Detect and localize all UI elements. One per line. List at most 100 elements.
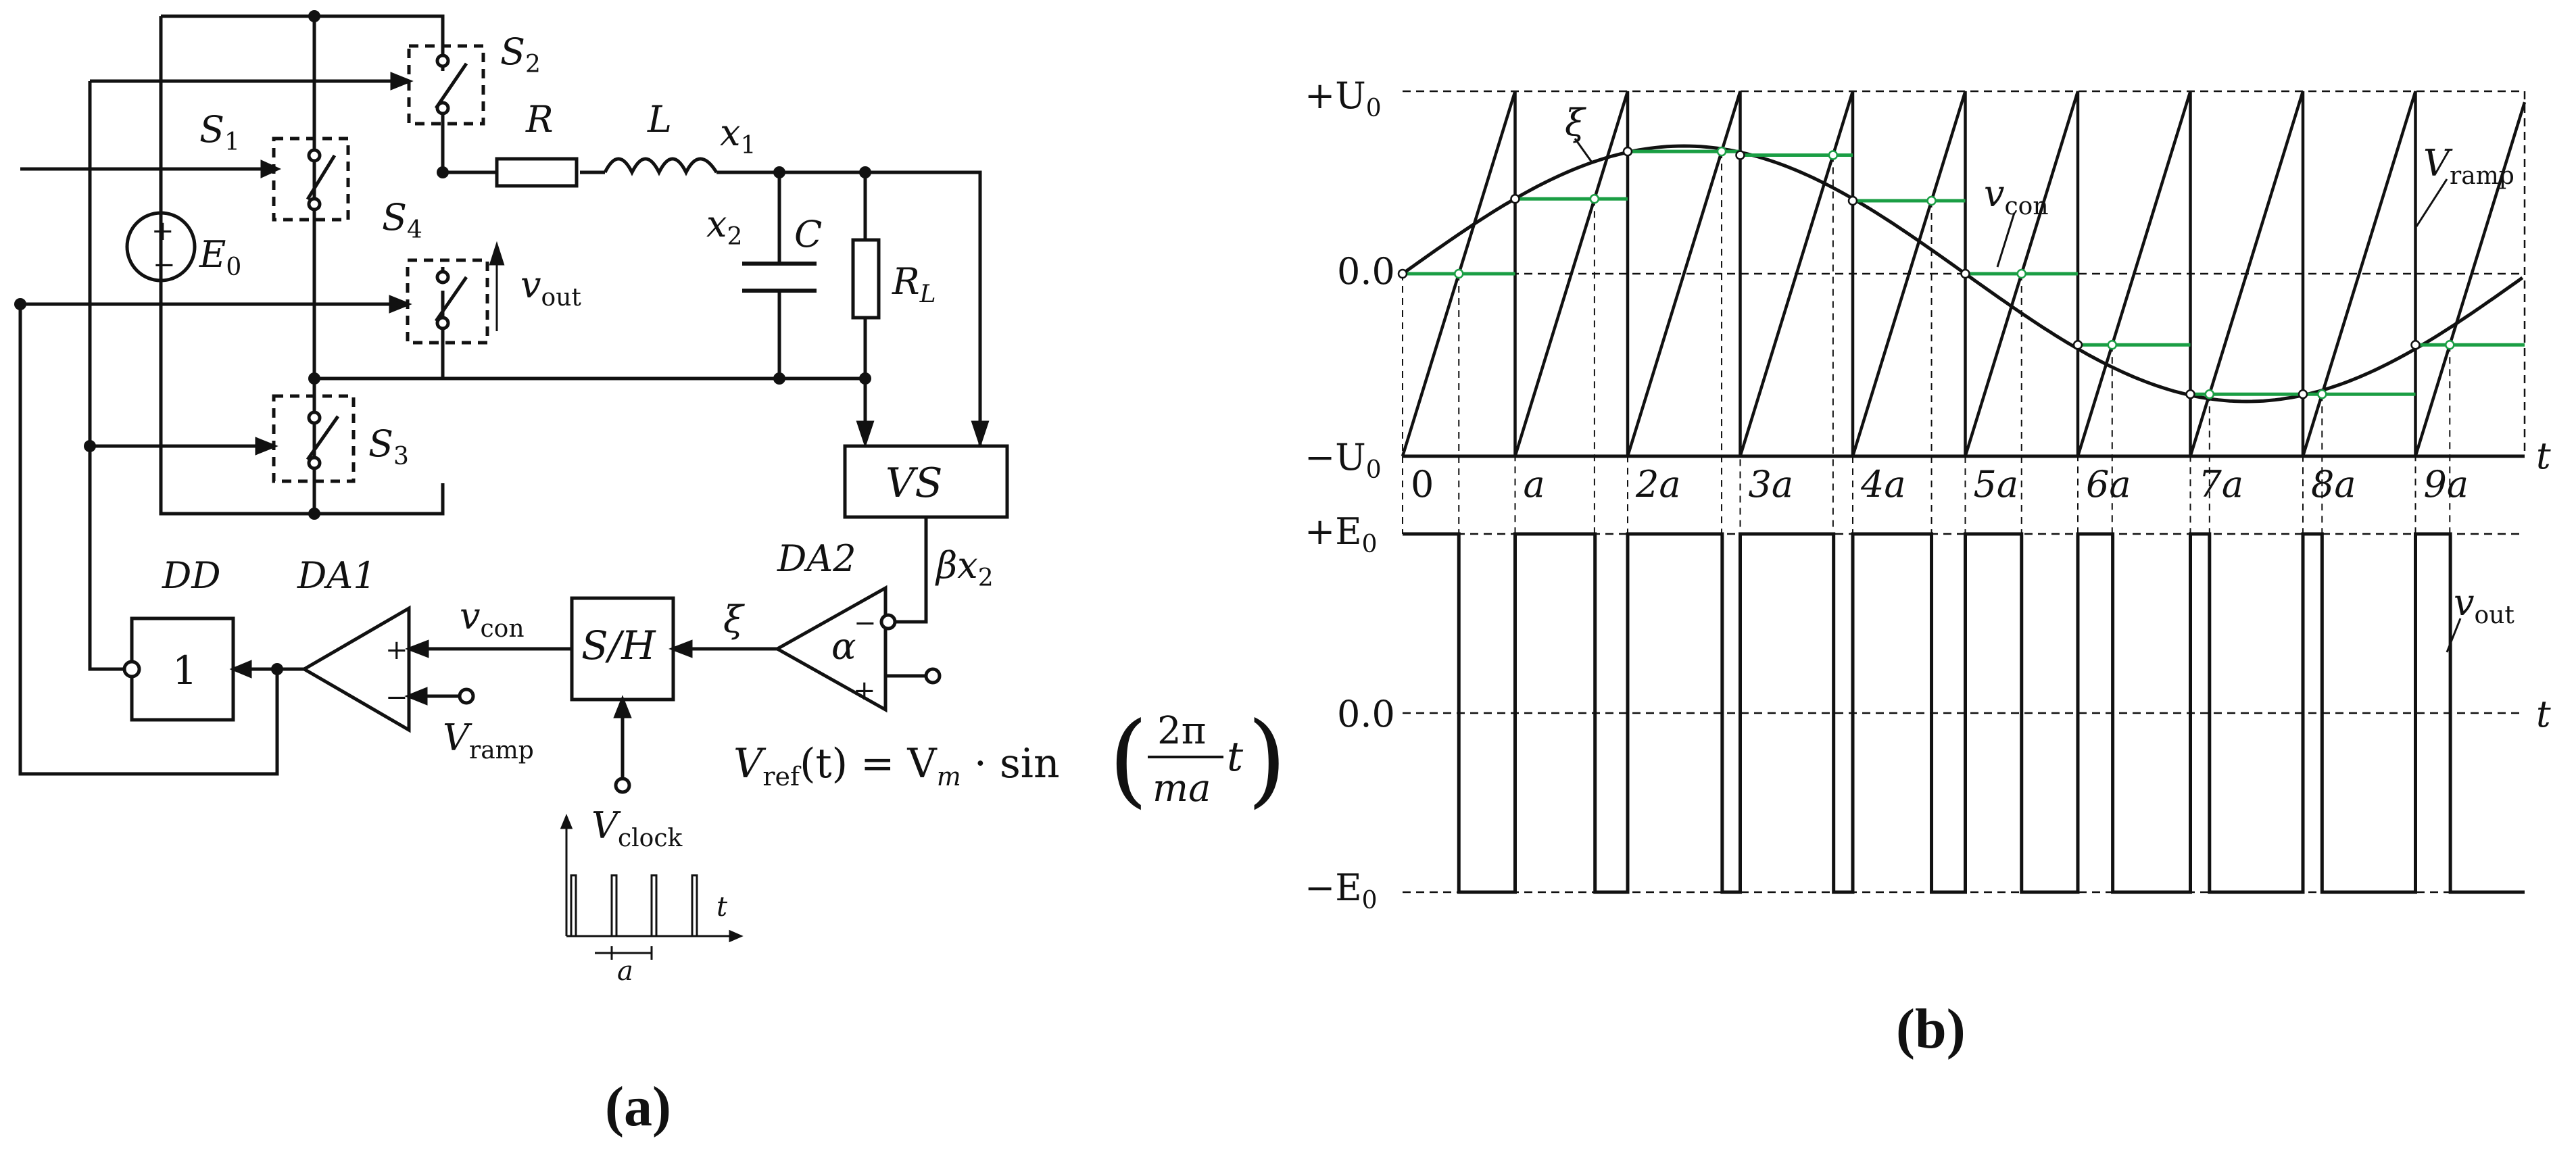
arrow-vs-1 [856, 420, 875, 448]
da1-minus: − [385, 682, 408, 713]
annotation-leaders [1574, 138, 2462, 653]
label-rl: RL [892, 260, 936, 308]
series-sample-point-0 [1397, 268, 1408, 279]
source-minus: − [153, 249, 176, 280]
arrow-clock [613, 695, 632, 718]
series-sample-point-5 [1960, 268, 1970, 279]
series-crossing-point-6 [2107, 340, 2118, 350]
annot-vout: vout [2454, 581, 2514, 629]
series-crossing-point-1 [1589, 194, 1600, 204]
load-resistor-rl [851, 238, 881, 320]
switch-s2 [407, 44, 485, 126]
circuit-schematic [14, 10, 1009, 960]
vref-denominator: ma [1152, 766, 1211, 810]
da2-ref-terminal [924, 667, 942, 685]
bot-ytick-plus: +E0 [1305, 510, 1378, 558]
da2-opamp [773, 585, 888, 713]
label-beta-x2: βx2 [935, 544, 994, 592]
label-s1: S1 [199, 108, 240, 156]
vref-formula: Vref(t) = Vm · sin [733, 740, 1060, 791]
series-crossing-point-0 [1454, 268, 1464, 279]
top-xtick-2: 2a [1635, 463, 1681, 506]
vout-arrowhead [489, 241, 505, 266]
top-xtick-1: a [1524, 463, 1545, 506]
label-dd-one: 1 [172, 647, 197, 693]
da1-opamp [301, 605, 411, 733]
annot-xi: ξ [1565, 101, 1586, 144]
top-ytick-zero: 0.0 [1337, 250, 1395, 293]
annot-vcon: vcon [1984, 172, 2049, 220]
top-xtick-6: 6a [2086, 463, 2131, 506]
series-sample-point-2 [1622, 146, 1633, 157]
vref-numerator: 2π [1157, 709, 1206, 753]
label-s4: S4 [382, 196, 422, 244]
label-sh: S/H [581, 622, 656, 668]
bot-xlabel-t: t [2536, 693, 2551, 735]
series-vramp-line [1401, 91, 2527, 457]
series-sample-point-9 [2410, 340, 2421, 350]
label-dd: DD [162, 554, 221, 597]
arrow-s1 [260, 160, 282, 178]
arrow-s4 [389, 295, 412, 314]
voltage-source-symbol [125, 211, 197, 283]
switch-s4 [406, 258, 489, 345]
arrow-dd [229, 660, 252, 679]
vref-paren-close: ) [1247, 701, 1287, 818]
control-line-s4 [18, 302, 406, 776]
chart-labels: +U0 0.0 −U0 t ξ vcon Vramp +E0 0.0 −E0 t… [1305, 74, 2551, 914]
top-xtick-9: 9a [2424, 463, 2469, 506]
da2-inverting-node [879, 613, 897, 631]
series-crossing-point-7 [2204, 389, 2215, 399]
top-xtick-7: 7a [2199, 463, 2244, 506]
label-r: R [525, 98, 554, 141]
series-vout-line [1403, 532, 2525, 894]
label-vcon: vcon [460, 595, 525, 643]
source-plus: + [151, 216, 174, 247]
label-vs: VS [885, 460, 942, 507]
series-sample-point-1 [1510, 194, 1520, 204]
top-xlabel-t: t [2536, 435, 2551, 477]
top-xtick-0: 0 [1411, 463, 1434, 506]
series-sample-point-7 [2185, 389, 2195, 399]
wire-top-rail [161, 14, 445, 71]
label-x2: x2 [706, 203, 742, 251]
wire-lc-top [443, 170, 982, 446]
label-x1: x1 [720, 112, 756, 160]
series-crossing-point-5 [2016, 268, 2026, 279]
label-s3: S3 [368, 422, 409, 470]
capacitor-c [742, 262, 817, 293]
arrow-s3 [255, 437, 278, 456]
label-xi: ξ [723, 598, 745, 641]
control-line-s2 [88, 79, 406, 671]
arrow-vcon [405, 639, 429, 658]
top-chart-series [1397, 91, 2527, 457]
junction-dots [14, 10, 871, 675]
series-sample-point-4 [1847, 195, 1858, 206]
series-crossing-point-2 [1716, 146, 1727, 157]
resistor-r [495, 157, 579, 188]
label-da2: DA2 [777, 537, 856, 580]
arrow-vs-2 [971, 420, 990, 448]
switch-s1 [272, 137, 350, 222]
label-alpha: α [831, 625, 856, 668]
arrow-xi [669, 639, 693, 658]
series-sample-point-3 [1735, 150, 1745, 160]
top-xtick-8: 8a [2311, 463, 2356, 506]
top-xtick-4: 4a [1860, 463, 1906, 506]
da2-minus: − [854, 608, 877, 639]
panel-b-label: (b) [1896, 998, 1966, 1060]
da2-plus: + [853, 675, 876, 706]
top-ytick-minus: −U0 [1305, 436, 1382, 484]
series-crossing-point-9 [2445, 340, 2455, 350]
annot-vramp: Vramp [2423, 142, 2514, 190]
series-crossing-point-8 [2317, 389, 2327, 399]
label-vclock: Vclock [591, 804, 683, 852]
vramp-terminal [458, 687, 475, 705]
arrow-vramp-in [404, 687, 428, 706]
label-l: L [647, 98, 672, 141]
clock-pulse-inset [560, 814, 744, 960]
panel-a-label: (a) [605, 1075, 671, 1138]
label-da1: DA1 [297, 554, 376, 597]
